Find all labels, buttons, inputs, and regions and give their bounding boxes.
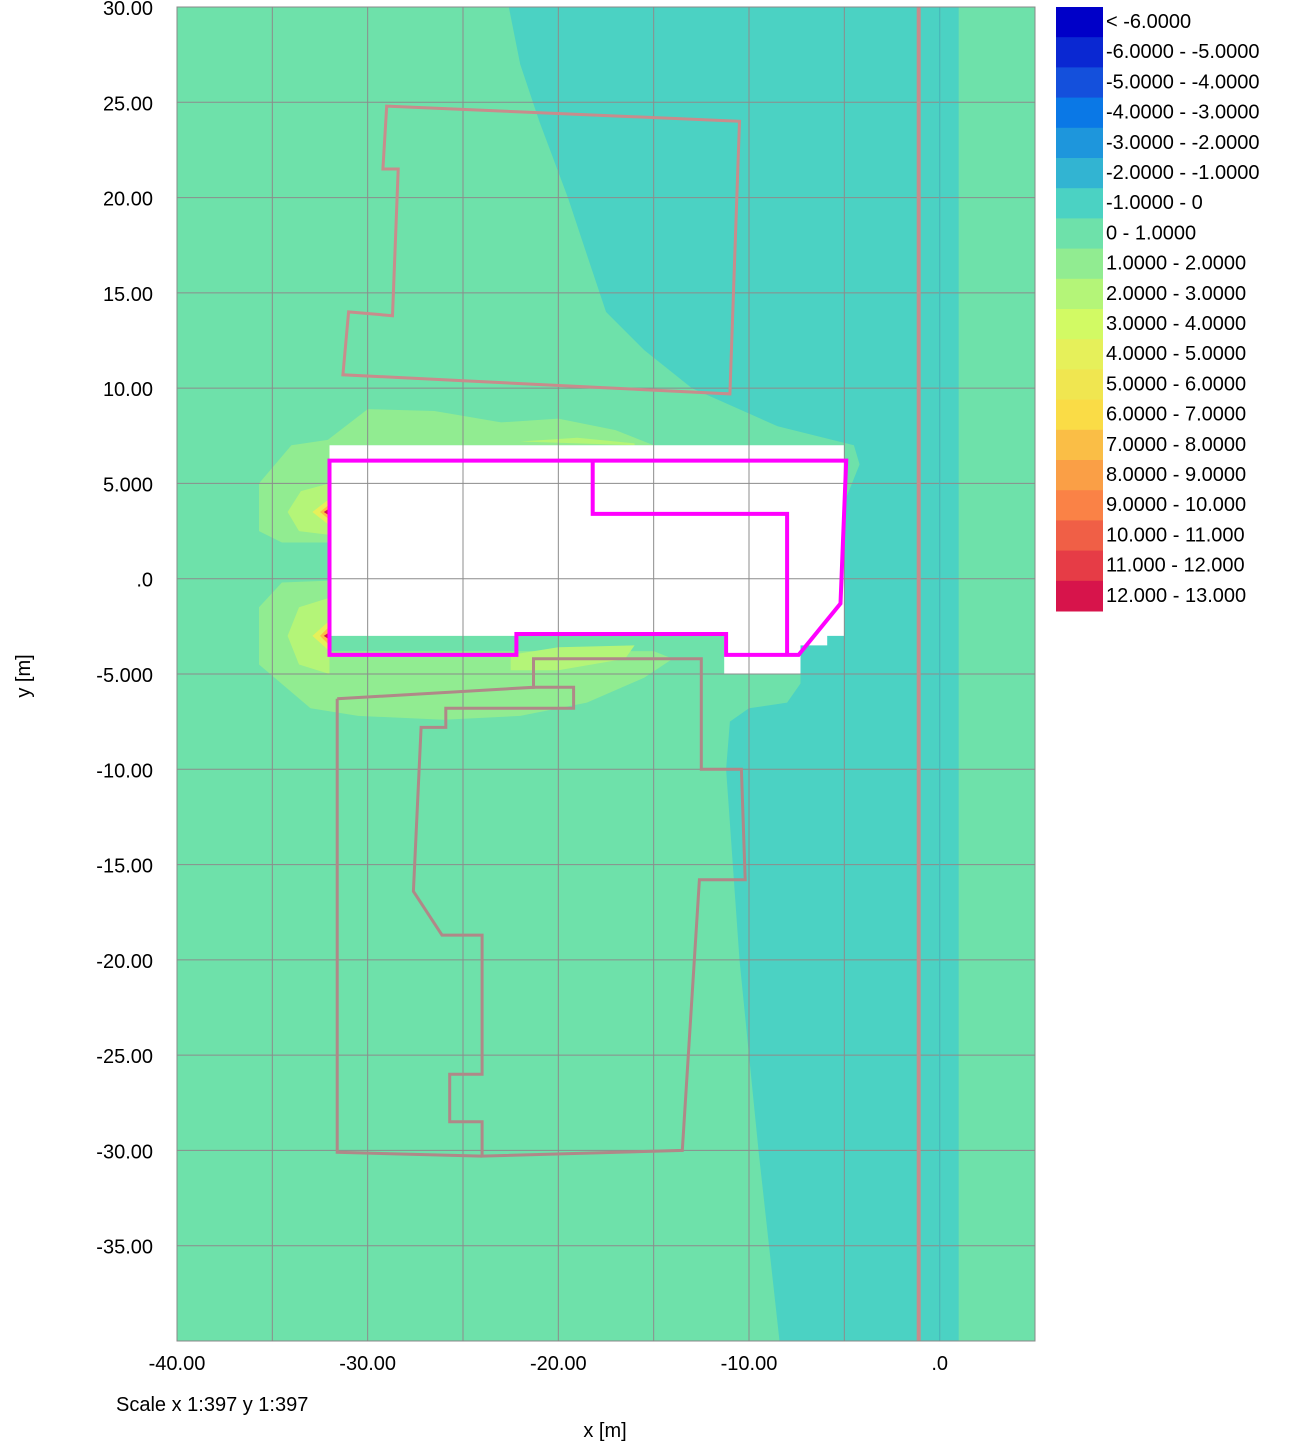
legend-swatch-18 [1056,550,1103,582]
legend-label-2: -5.0000 - -4.0000 [1106,71,1259,93]
main-building-outline [327,458,849,657]
legend-label-0: < -6.0000 [1106,11,1191,33]
legend-swatch-17 [1056,520,1103,552]
y-tick-label-11: -25.00 [96,1046,153,1068]
legend-label-18: 11.000 - 12.000 [1106,555,1245,577]
legend-label-6: -1.0000 - 0 [1106,192,1203,214]
y-tick-label-5: 5.000 [103,474,153,496]
legend-swatch-5 [1056,158,1103,189]
legend-label-9: 2.0000 - 3.0000 [1106,283,1246,305]
legend-swatch-4 [1056,127,1103,159]
legend-label-12: 5.0000 - 6.0000 [1106,373,1246,395]
legend-swatch-14 [1056,429,1103,461]
legend-swatch-9 [1056,278,1103,310]
legend-swatch-11 [1056,339,1103,370]
legend-label-13: 6.0000 - 7.0000 [1106,404,1246,426]
legend-swatch-3 [1056,97,1103,129]
y-tick-label-13: -35.00 [96,1237,153,1259]
legend-swatch-15 [1056,460,1103,491]
field-region-2 [325,409,654,446]
y-tick-label-8: -10.00 [96,760,153,782]
legend-swatch-16 [1056,490,1103,521]
legend-swatch-6 [1056,188,1103,219]
y-tick-label-3: 15.00 [103,284,153,306]
building-outline-1 [411,657,747,1158]
y-tick-label-7: -5.000 [96,665,153,687]
y-tick-label-6: .0 [136,570,153,592]
legend-swatch-12 [1056,369,1103,401]
legend-swatch-13 [1056,399,1103,431]
legend-label-14: 7.0000 - 8.0000 [1106,434,1246,456]
x-tick-label-0: -40.00 [149,1353,206,1375]
legend-swatch-19 [1056,580,1103,612]
y-tick-label-12: -30.00 [96,1141,153,1163]
legend-label-1: -6.0000 - -5.0000 [1106,41,1259,63]
legend-label-4: -3.0000 - -2.0000 [1106,132,1259,154]
legend-swatch-2 [1056,67,1103,99]
building-outlines [327,7,941,1341]
plot-frame [176,6,1036,1342]
legend-label-3: -4.0000 - -3.0000 [1106,102,1259,124]
legend-label-11: 4.0000 - 5.0000 [1106,343,1246,365]
y-tick-label-2: 20.00 [103,189,153,211]
x-tick-label-6: -10.00 [721,1353,778,1375]
legend-swatch-10 [1056,309,1103,340]
blank-region [329,445,845,674]
legend-swatch-0 [1056,7,1103,38]
legend-label-17: 10.000 - 11.000 [1106,524,1245,546]
legend-label-19: 12.000 - 13.000 [1106,585,1246,607]
field-region-5 [287,483,330,535]
legend-swatch-7 [1056,218,1103,250]
x-tick-label-8: .0 [931,1353,948,1375]
x-tick-label-2: -30.00 [339,1353,396,1375]
y-tick-label-9: -15.00 [96,856,153,878]
legend: < -6.0000 -6.0000 - -5.0000 -5.0000 - -4.0… [1056,7,1259,612]
legend-label-16: 9.0000 - 10.000 [1106,494,1246,516]
y-tick-label-1: 25.00 [103,93,153,115]
legend-swatch-8 [1056,248,1103,280]
building-outline-2 [337,658,535,701]
y-axis-ticks: 30.00 25.00 20.00 15.00 10.00 5.000 .0 -5.000 -1… [96,0,153,1259]
field-region-4 [259,580,673,720]
x-axis-ticks: -40.00 -30.00 -20.00 -10.00 .0 [149,1353,948,1375]
field-region-1 [508,7,959,1341]
y-tick-label-4: 10.00 [103,379,153,401]
field-region-8 [520,437,635,446]
field-region-6 [287,597,330,674]
y-tick-label-10: -20.00 [96,951,153,973]
building-outline-3 [335,698,483,1158]
x-tick-label-4: -20.00 [530,1353,587,1375]
legend-label-15: 8.0000 - 9.0000 [1106,464,1246,486]
x-axis-label: x [m] [583,1420,626,1442]
legend-label-5: -2.0000 - -1.0000 [1106,162,1259,184]
legend-label-7: 0 - 1.0000 [1106,222,1196,244]
building-outline-0 [341,104,742,396]
scale-label: Scale x 1:397 y 1:397 [116,1394,308,1416]
legend-label-10: 3.0000 - 4.0000 [1106,313,1246,335]
y-tick-label-0: 30.00 [103,0,153,20]
y-axis-label: y [m] [13,654,35,697]
legend-swatch-1 [1056,37,1103,68]
legend-label-8: 1.0000 - 2.0000 [1106,253,1246,275]
